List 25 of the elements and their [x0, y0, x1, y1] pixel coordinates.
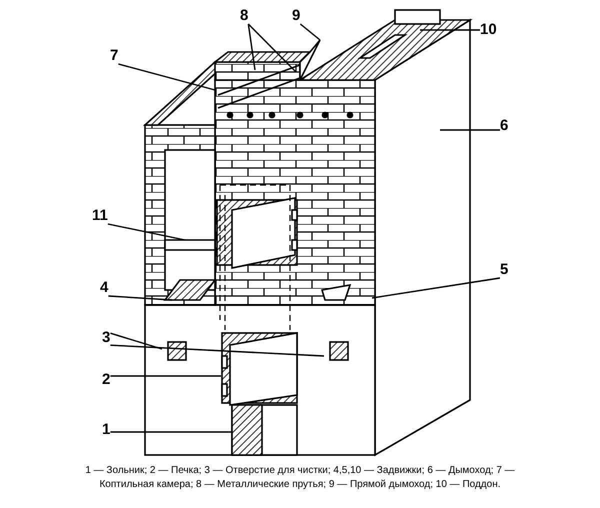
leader-line [248, 24, 296, 72]
leader-line [300, 23, 320, 41]
callout-number: 5 [500, 262, 508, 278]
callout-number: 9 [292, 8, 300, 24]
caption: 1 — Зольник; 2 — Печка; 3 — Отверстие для чистки; 4,5,10 — Задвижки; 6 — Дымоход; 7 — Коптильная камера; 8 — Металлические прутья; 9 — Прямой дымоход; 10 — Поддон. [84, 464, 516, 492]
callout-number: 4 [100, 280, 108, 296]
leader-line [110, 375, 221, 377]
leader-line [118, 63, 216, 91]
callout-number: 7 [110, 48, 118, 64]
callout-number: 3 [102, 330, 110, 346]
leader-line [110, 332, 162, 350]
leader-line [440, 129, 500, 131]
leader-line [420, 29, 480, 31]
callout-number: 2 [102, 372, 110, 388]
leader-line [108, 295, 172, 301]
leader-line [372, 277, 500, 299]
callout-number: 1 [102, 422, 110, 438]
leader-line [108, 223, 186, 241]
callout-number: 8 [240, 8, 248, 24]
leader-line [110, 344, 324, 357]
leader-line [110, 431, 232, 433]
callout-number: 11 [92, 208, 108, 224]
callout-number: 10 [480, 22, 497, 38]
leader-line [248, 24, 256, 70]
callout-number: 6 [500, 118, 508, 134]
